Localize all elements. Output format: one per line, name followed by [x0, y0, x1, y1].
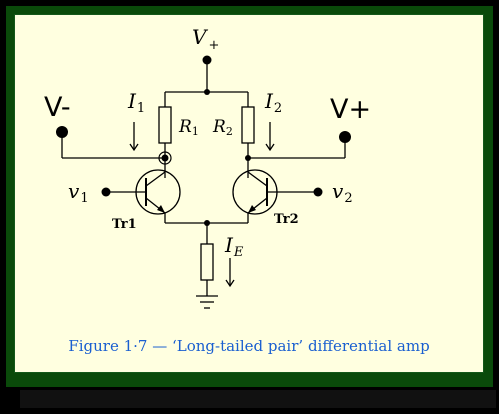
r2-label: R2	[212, 117, 233, 138]
v-plus-terminal	[339, 131, 351, 143]
diagram-panel	[14, 14, 484, 373]
right-collector-node	[245, 155, 251, 161]
v2-label: v2	[332, 179, 353, 206]
i2-label: I2	[264, 89, 282, 116]
i1-arrowhead	[129, 143, 139, 152]
v-plus-supply-terminal	[202, 55, 212, 65]
tr2-collector	[247, 171, 268, 187]
v-minus-terminal	[56, 126, 68, 138]
r1-resistor	[158, 106, 172, 144]
left-collector-ring	[158, 151, 172, 165]
figure-caption: Figure 1·7 — ‘Long-tailed pair’ differen…	[68, 337, 430, 355]
v-plus-label: V+	[330, 94, 371, 125]
i2-arrowhead	[265, 143, 275, 152]
r1-label: R1	[178, 117, 199, 138]
left-collector-node	[161, 154, 169, 162]
v1-label: v1	[68, 179, 89, 206]
frame-shadow	[20, 390, 496, 408]
ie-label: IE	[224, 233, 244, 260]
i1-label: I1	[127, 89, 145, 116]
tr2-emitter-arrow	[248, 205, 256, 213]
r2-resistor	[241, 106, 255, 144]
tail-node	[204, 220, 210, 226]
v-minus-label: V-	[44, 92, 71, 123]
v1-terminal	[101, 187, 111, 197]
supply-label: V+	[192, 25, 219, 53]
tail-resistor	[200, 243, 214, 281]
tr1-label: Tr1	[112, 217, 137, 232]
tr1-emitter-arrow	[157, 205, 165, 213]
tr2-label: Tr2	[274, 212, 299, 227]
top-node	[204, 89, 210, 95]
tr1-collector	[145, 171, 166, 187]
v2-terminal	[313, 187, 323, 197]
ie-arrowhead	[225, 279, 235, 288]
